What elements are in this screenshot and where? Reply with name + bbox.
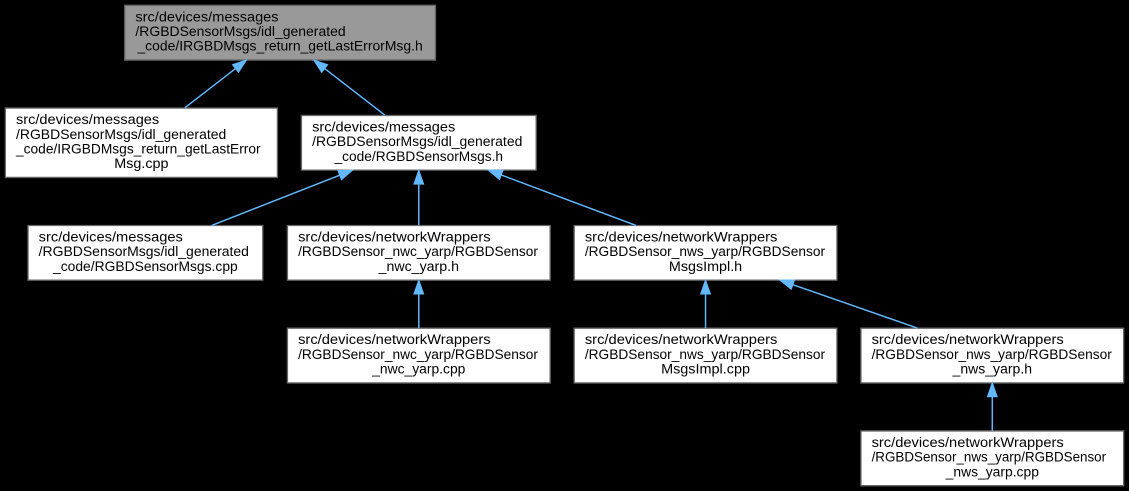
svg-text:src/devices/messages: src/devices/messages [39, 229, 183, 244]
svg-text:/RGBDSensor_nwc_yarp/RGBDSenso: /RGBDSensor_nwc_yarp/RGBDSensor [298, 244, 538, 259]
svg-text:MsgsImpl.h: MsgsImpl.h [669, 259, 742, 274]
svg-text:/RGBDSensorMsgs/idl_generated: /RGBDSensorMsgs/idl_generated [312, 134, 522, 149]
svg-text:_nws_yarp.h: _nws_yarp.h [952, 362, 1033, 377]
svg-text:_nwc_yarp.cpp: _nwc_yarp.cpp [371, 362, 465, 377]
svg-text:_code/IRGBDMsgs_return_getLast: _code/IRGBDMsgs_return_getLastError [15, 141, 261, 156]
svg-text:_code/RGBDSensorMsgs.cpp: _code/RGBDSensorMsgs.cpp [52, 259, 238, 274]
svg-text:src/devices/networkWrappers: src/devices/networkWrappers [872, 435, 1064, 450]
svg-text:/RGBDSensor_nws_yarp/RGBDSenso: /RGBDSensor_nws_yarp/RGBDSensor [872, 347, 1113, 362]
svg-text:/RGBDSensor_nwc_yarp/RGBDSenso: /RGBDSensor_nwc_yarp/RGBDSensor [298, 347, 538, 362]
svg-text:/RGBDSensor_nws_yarp/RGBDSenso: /RGBDSensor_nws_yarp/RGBDSensor [585, 244, 826, 259]
svg-text:src/devices/messages: src/devices/messages [312, 119, 455, 134]
svg-text:/RGBDSensor_nws_yarp/RGBDSenso: /RGBDSensor_nws_yarp/RGBDSensor [872, 450, 1107, 465]
svg-text:/RGBDSensor_nws_yarp/RGBDSenso: /RGBDSensor_nws_yarp/RGBDSensor [585, 347, 826, 362]
svg-text:src/devices/networkWrappers: src/devices/networkWrappers [872, 332, 1064, 347]
svg-text:src/devices/networkWrappers: src/devices/networkWrappers [585, 332, 778, 347]
svg-text:src/devices/messages: src/devices/messages [135, 9, 278, 24]
svg-text:_code/RGBDSensorMsgs.h: _code/RGBDSensorMsgs.h [334, 149, 504, 164]
svg-text:_nws_yarp.cpp: _nws_yarp.cpp [945, 464, 1039, 479]
svg-text:_code/IRGBDMsgs_return_getLast: _code/IRGBDMsgs_return_getLastErrorMsg.h [136, 39, 422, 54]
svg-text:MsgsImpl.cpp: MsgsImpl.cpp [661, 362, 750, 377]
svg-text:src/devices/messages: src/devices/messages [16, 112, 159, 127]
svg-text:src/devices/networkWrappers: src/devices/networkWrappers [585, 229, 778, 244]
svg-text:src/devices/networkWrappers: src/devices/networkWrappers [298, 332, 491, 347]
svg-text:_nwc_yarp.h: _nwc_yarp.h [378, 259, 459, 274]
svg-text:Msg.cpp: Msg.cpp [114, 156, 168, 171]
svg-text:src/devices/networkWrappers: src/devices/networkWrappers [298, 229, 491, 244]
svg-text:/RGBDSensorMsgs/idl_generated: /RGBDSensorMsgs/idl_generated [16, 127, 226, 142]
svg-text:/RGBDSensorMsgs/idl_generated: /RGBDSensorMsgs/idl_generated [39, 244, 249, 259]
svg-text:/RGBDSensorMsgs/idl_generated: /RGBDSensorMsgs/idl_generated [135, 24, 345, 39]
